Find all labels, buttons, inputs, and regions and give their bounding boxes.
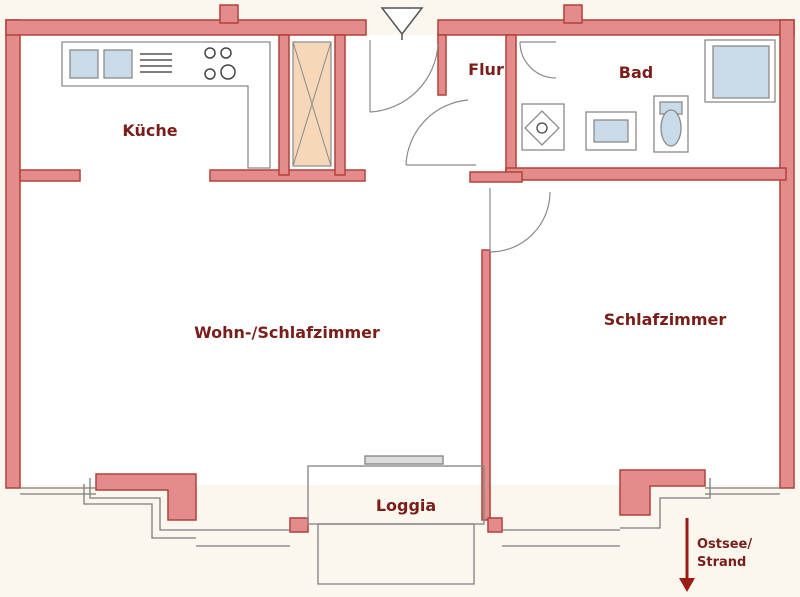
walls — [5, 4, 795, 533]
stove-icon — [204, 47, 236, 80]
bathroom-fixtures — [521, 39, 776, 153]
shaft — [292, 41, 332, 167]
room-label-schlaf: Schlafzimmer — [604, 310, 727, 329]
room-label-flur: Flur — [468, 60, 504, 79]
drainboard-icon — [140, 53, 172, 73]
orientation-label-line2: Strand — [697, 555, 746, 570]
sink-icon — [69, 49, 99, 79]
entrance-marker-icon — [380, 7, 424, 36]
kitchen-counter — [61, 41, 271, 169]
floor-area — [20, 35, 780, 485]
facade-lines — [20, 478, 780, 547]
room-label-kueche: Küche — [122, 121, 177, 140]
shower-tray-icon — [712, 45, 770, 99]
orientation-indicator: Ostsee/ Strand — [679, 518, 752, 592]
room-label-wohn: Wohn-/Schlafzimmer — [194, 323, 380, 342]
arrow-down-icon — [679, 578, 695, 592]
loggia-structure — [307, 455, 485, 585]
room-label-loggia: Loggia — [376, 496, 436, 515]
room-label-bad: Bad — [619, 63, 653, 82]
doors — [369, 40, 557, 253]
orientation-label-line1: Ostsee/ — [697, 537, 752, 552]
